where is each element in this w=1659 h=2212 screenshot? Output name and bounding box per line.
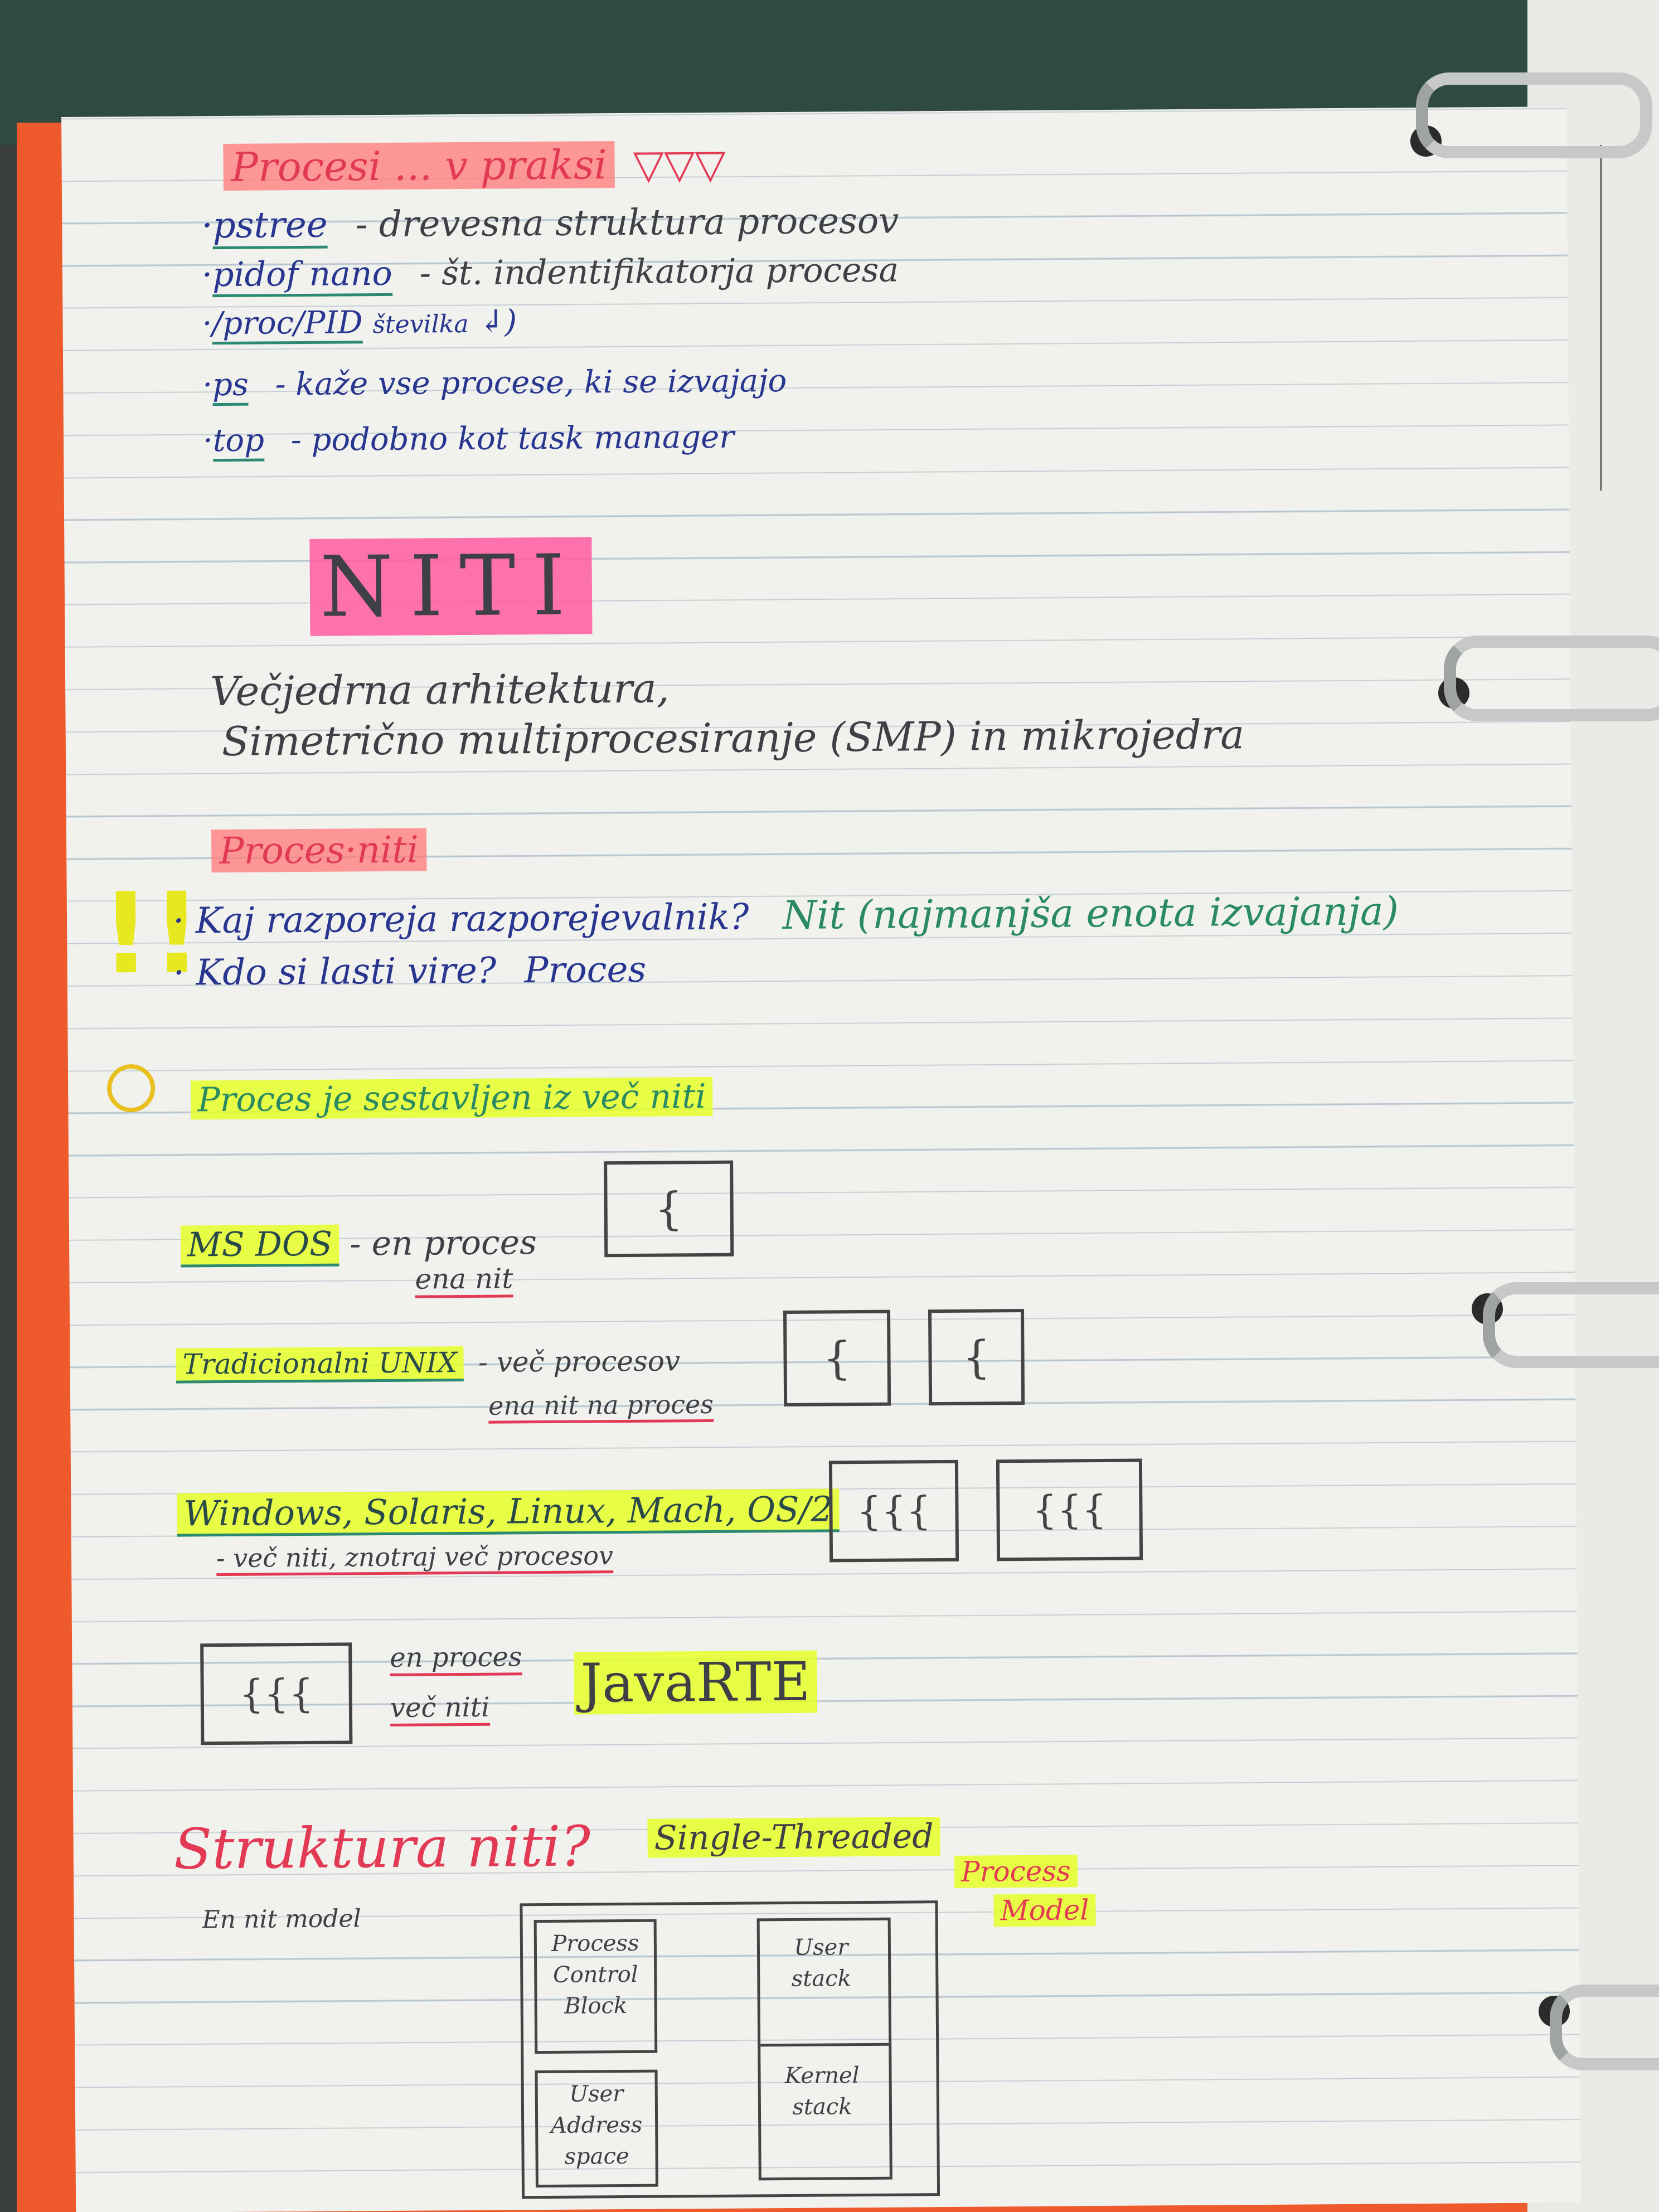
arrow-icon: ↲) xyxy=(478,303,517,340)
thread-glyph: { xyxy=(822,1332,852,1385)
process-box: { xyxy=(783,1309,891,1407)
model-name-windows: Windows, Solaris, Linux, Mach, OS/2 xyxy=(177,1488,840,1537)
stack-column: User stack Kernel stack xyxy=(756,1917,892,2181)
diagram-title-3: Model xyxy=(993,1894,1096,1927)
user-address-space: User Address space xyxy=(535,2069,658,2188)
model-line: - več niti, znotraj več procesov xyxy=(216,1540,614,1576)
kernel-stack: Kernel stack xyxy=(784,2063,860,2120)
model-line: ena nit xyxy=(415,1262,513,1298)
thread-glyph: {{{ xyxy=(856,1488,932,1535)
page-heading: Procesi ... v praksi ▽▽▽ xyxy=(223,140,726,191)
model-name-msdos: MS DOS - en proces xyxy=(180,1223,537,1268)
java-runtime-label: JavaRTE xyxy=(574,1650,817,1715)
exclamation-dot-icon xyxy=(106,1064,156,1113)
binder-ring xyxy=(1483,1282,1659,1368)
thread-glyph: {{{ xyxy=(239,1670,314,1717)
user-stack: User stack xyxy=(791,1934,852,1992)
right-page-pencil-line xyxy=(1600,145,1602,491)
diagram-title: Single-Threaded xyxy=(647,1817,940,1858)
question-row-1: · Kaj razporeja razporejevalnik? Nit (na… xyxy=(172,888,1399,942)
process-box: { xyxy=(928,1308,1025,1406)
thread-glyph: { xyxy=(962,1331,991,1384)
diagram-title-2: Process xyxy=(954,1855,1078,1888)
model-name-unix: Tradicionalni UNIX - več procesov xyxy=(176,1345,680,1384)
thread-model-diagram: Process Control Block User Address space… xyxy=(520,1900,940,2199)
process-box: {{{ xyxy=(200,1642,353,1745)
model-line: ena nit na proces xyxy=(488,1389,714,1424)
thread-glyph: { xyxy=(654,1182,683,1235)
command-item: ·pidof nano - št. indentifikatorja proce… xyxy=(202,251,899,298)
binder-ring xyxy=(1550,1985,1659,2070)
struktura-heading: Struktura niti? xyxy=(173,1813,591,1882)
thread-glyph: {{{ xyxy=(1032,1486,1107,1533)
process-box: { xyxy=(604,1160,734,1258)
process-box: {{{ xyxy=(996,1458,1143,1561)
java-line-2: več niti xyxy=(390,1691,490,1726)
statement: Proces je sestavljen iz več niti xyxy=(191,1076,713,1120)
binder-ring xyxy=(1416,72,1652,158)
notebook-page: Procesi ... v praksi ▽▽▽ ·pstree - dreve… xyxy=(61,106,1582,2212)
question-row-2: · Kdo si lasti vire? Proces xyxy=(173,949,647,994)
niti-title: NITI xyxy=(309,537,593,636)
struktura-note: En nit model xyxy=(202,1904,361,1934)
niti-subtitle-line-1: Večjedrna arhitektura, xyxy=(210,664,670,715)
niti-subtitle-line-2: Simetrično multiprocesiranje (SMP) in mi… xyxy=(221,711,1245,765)
proces-niti-heading: Proces·niti xyxy=(211,828,427,873)
command-item: ·pstree - drevesna struktura procesov xyxy=(201,201,899,250)
process-control-block: Process Control Block xyxy=(533,1919,658,2054)
triangles-doodle-icon: ▽▽▽ xyxy=(633,140,726,188)
command-item: ·top - podobno kot task manager xyxy=(203,419,734,462)
stack-divider xyxy=(760,2043,889,2047)
command-item: ·ps - kaže vse procese, ki se izvajajo xyxy=(202,363,787,406)
java-line-1: en proces xyxy=(390,1641,522,1676)
binder-ring xyxy=(1444,636,1659,721)
process-box: {{{ xyxy=(828,1459,959,1563)
command-item: ·/proc/PID številka ↲) xyxy=(202,303,517,345)
